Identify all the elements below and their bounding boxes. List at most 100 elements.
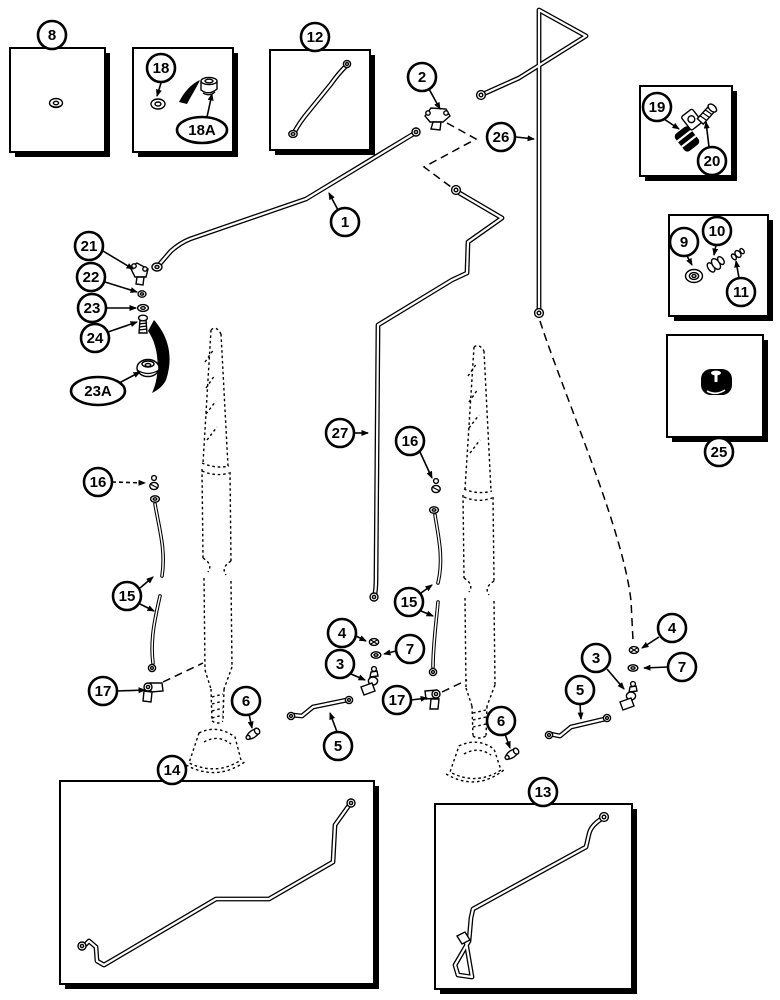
hose-15-left — [147, 495, 165, 673]
dashed-connector-17-mid — [441, 679, 468, 693]
callout-label: 18A — [188, 122, 216, 139]
callout-bubble — [324, 417, 356, 449]
leader-arrow — [328, 192, 339, 211]
callout-24: 24 — [79, 321, 138, 354]
callout-label: 2 — [418, 69, 426, 86]
tube-5-mid — [286, 695, 354, 721]
callout-bubble — [111, 580, 143, 612]
leader-arrow — [428, 88, 441, 110]
callout-label: 16 — [90, 474, 107, 491]
callout-label: 7 — [678, 659, 686, 676]
leader-arrow — [104, 281, 138, 293]
part-20-bolt — [696, 103, 718, 126]
direction-swoosh-18 — [179, 80, 200, 104]
callout-bubble — [329, 206, 361, 238]
callout-label: 23A — [84, 383, 112, 400]
callout-bubble — [75, 261, 107, 293]
callout-label: 17 — [389, 692, 406, 709]
callout-23: 23 — [76, 292, 137, 324]
part-4-right-nut — [628, 645, 640, 655]
callout-5-mid: 5 — [322, 712, 354, 762]
direction-swoosh-23A — [148, 320, 170, 393]
leader-arrow — [329, 712, 338, 733]
box-frame — [59, 780, 375, 985]
callout-27: 27 — [324, 417, 369, 449]
callout-label: 15 — [401, 594, 418, 611]
leader-arrow — [102, 250, 134, 270]
callout-bubble — [696, 145, 728, 177]
part-19-clamp — [674, 108, 703, 152]
callout-label: 14 — [164, 762, 181, 779]
callout-bubble — [230, 685, 262, 717]
callout-bubble — [145, 52, 177, 84]
tube-5-right — [544, 713, 612, 740]
callout-17-left: 17 — [87, 675, 146, 707]
callout-bubble — [641, 91, 673, 123]
callout-layer: 81818A1222619209101112122232423A25271616… — [36, 19, 757, 808]
callout-bubble — [82, 466, 114, 498]
part-10-fitting — [706, 255, 725, 273]
callout-6-left: 6 — [230, 685, 262, 729]
leader-arrow — [156, 82, 162, 97]
callout-label: 5 — [576, 682, 584, 699]
part-8-washer — [48, 97, 64, 109]
callout-label: 8 — [48, 27, 56, 44]
leader-arrow — [515, 135, 535, 142]
leader-arrow — [712, 244, 719, 256]
tube-12 — [288, 59, 352, 139]
callout-bubble — [324, 648, 356, 680]
callout-bubble — [87, 675, 119, 707]
part-6-mid-fitting — [504, 747, 520, 761]
callout-label: 18 — [153, 60, 170, 77]
callout-bubble — [394, 425, 426, 457]
leader-arrow — [577, 703, 584, 720]
callout-label: 13 — [535, 784, 552, 801]
callout-bubble — [381, 684, 413, 716]
callout-label: 7 — [406, 641, 414, 658]
leader-arrow — [206, 93, 214, 118]
callout-21: 21 — [73, 230, 134, 270]
callout-16-left: 16 — [82, 466, 146, 498]
part-25-grommet — [701, 369, 732, 395]
leader-arrow — [111, 479, 146, 486]
part-24-bolt — [137, 314, 149, 334]
callout-23A: 23A — [69, 371, 141, 407]
callout-label: 19 — [649, 99, 666, 116]
callout-label: 3 — [336, 656, 344, 673]
inset-box-13 — [434, 803, 637, 994]
hose-15-mid — [428, 506, 443, 677]
callout-label: 26 — [493, 129, 510, 146]
dashed-connector-part2 — [422, 122, 478, 188]
part-4-mid-nut — [368, 637, 380, 647]
inset-box-14 — [59, 780, 379, 989]
callout-label: 4 — [338, 625, 347, 642]
part-23-washer — [136, 303, 150, 313]
tube-13 — [455, 811, 610, 977]
callout-bubble — [703, 436, 735, 468]
leader-arrow — [703, 121, 710, 148]
callout-18A: 18A — [175, 93, 229, 145]
leader-arrow — [734, 260, 741, 279]
leader-arrow — [410, 695, 428, 702]
callout-bubble — [485, 121, 517, 153]
leader-arrow — [686, 255, 693, 266]
callout-bubble — [69, 375, 127, 407]
callout-15-left: 15 — [111, 576, 155, 612]
callout-bubble — [725, 276, 757, 308]
leader-arrow — [383, 649, 397, 656]
callout-bubble — [299, 21, 331, 53]
leader-arrow — [350, 673, 366, 681]
leader-arrow — [247, 713, 254, 729]
callout-label: 4 — [668, 620, 677, 637]
callout-label: 6 — [497, 713, 505, 730]
leader-arrow — [663, 118, 680, 130]
callout-label: 9 — [680, 234, 688, 251]
leader-arrow — [118, 371, 141, 384]
callout-bubble — [485, 705, 517, 737]
part-6-left-fitting — [245, 727, 261, 741]
part-16-left-fitting — [149, 474, 159, 491]
callout-bubble — [394, 633, 426, 665]
tube-14 — [77, 798, 356, 965]
